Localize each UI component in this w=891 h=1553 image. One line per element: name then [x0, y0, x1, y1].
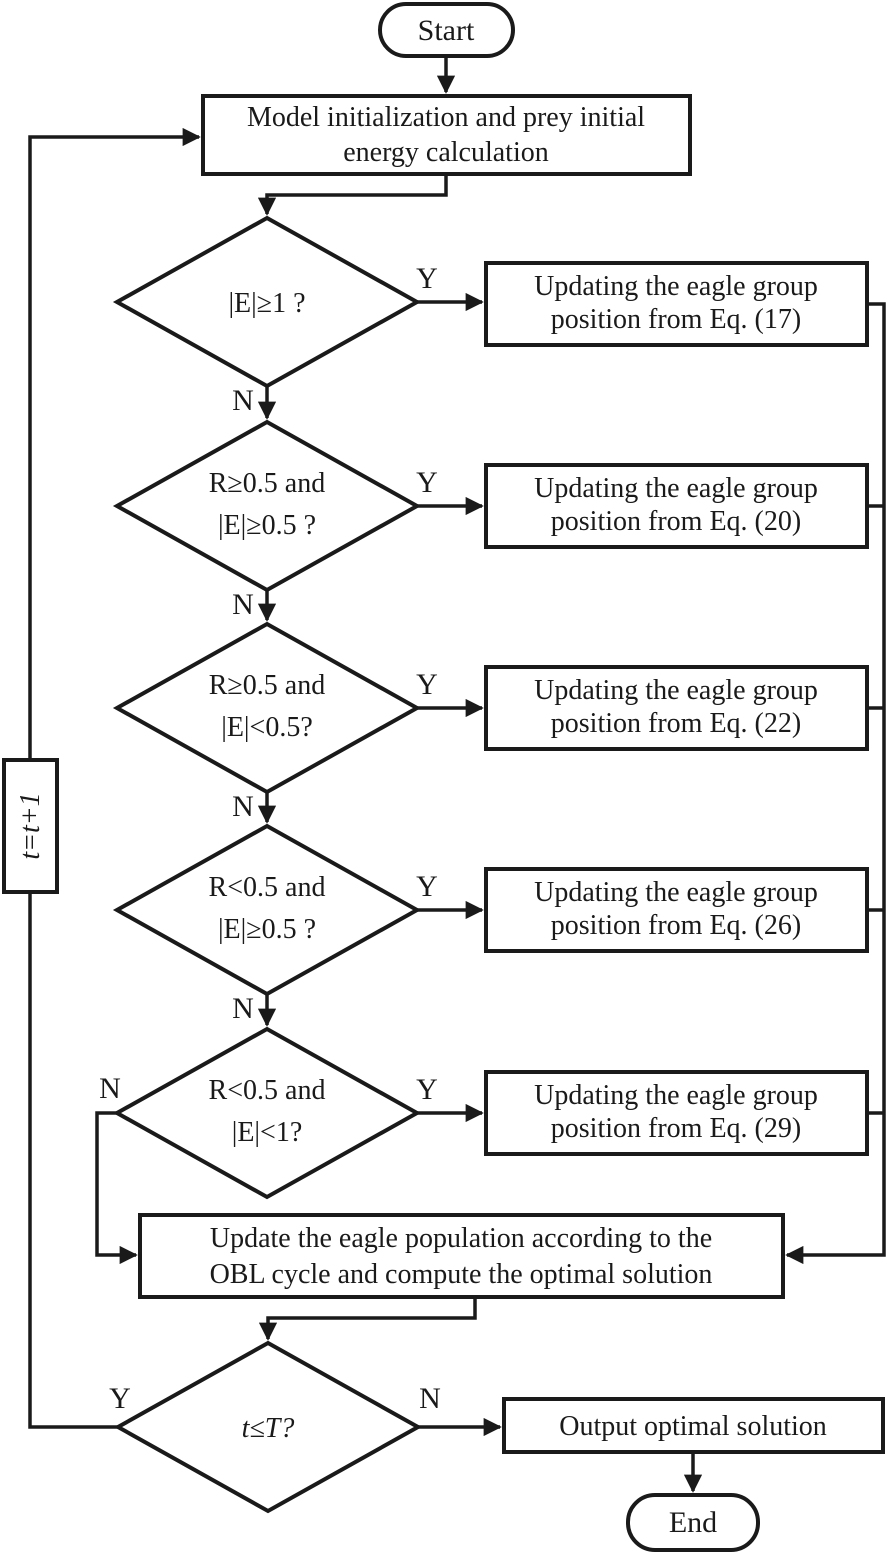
decision-label-4-line1: R<0.5 and: [209, 872, 326, 903]
decision-label-1: |E|≥1 ?: [228, 288, 305, 319]
start-label: Start: [418, 14, 475, 47]
decision-diamond-2: [112, 419, 422, 593]
decision-label-4-line2: |E|≥0.5 ?: [218, 914, 316, 945]
label-yes-3: Y: [416, 668, 438, 701]
decision-label-2-line1: R≥0.5 and: [209, 468, 325, 499]
update-label-2-line1: Updating the eagle group: [534, 473, 818, 504]
decision-label-2-line2: |E|≥0.5 ?: [218, 510, 316, 541]
edge-decision5-no-to-obl: [95, 1111, 138, 1265]
init-label-line2: energy calculation: [343, 137, 549, 168]
final-decision-label: t≤T?: [242, 1413, 295, 1444]
update-box-3: [484, 665, 869, 751]
label-no-5: N: [99, 1072, 121, 1105]
decision-label-3-line1: R≥0.5 and: [209, 670, 325, 701]
update-label-3-line1: Updating the eagle group: [534, 675, 818, 706]
decision-label-5-line2: |E|<1?: [232, 1117, 303, 1148]
label-yes-5: Y: [416, 1073, 438, 1106]
decision-label-3-line2: |E|<0.5?: [221, 712, 313, 743]
init-box: [201, 94, 692, 176]
obl-label-line2: OBL cycle and compute the optimal soluti…: [210, 1259, 713, 1290]
update-label-1-line2: position from Eq. (17): [551, 304, 801, 335]
final-decision-diamond: [113, 1340, 423, 1514]
edge-obl-to-final-decision: [258, 1297, 477, 1341]
update-label-4-line2: position from Eq. (26): [551, 910, 801, 941]
update-box-2: [484, 463, 869, 549]
update-box-4: [484, 867, 869, 953]
decision-diamond-3: [112, 621, 422, 795]
decision-label-5-line1: R<0.5 and: [209, 1075, 326, 1106]
label-yes-final: Y: [109, 1382, 131, 1415]
label-no-3: N: [232, 790, 254, 823]
end-label: End: [669, 1506, 717, 1539]
decision-diamond-5: [112, 1026, 422, 1200]
label-yes-1: Y: [416, 262, 438, 295]
end-node: [626, 1493, 760, 1552]
label-no-4: N: [232, 992, 254, 1025]
update-label-5-line2: position from Eq. (29): [551, 1113, 801, 1144]
update-box-5: [484, 1070, 869, 1156]
update-label-1-line1: Updating the eagle group: [534, 271, 818, 302]
update-label-5-line1: Updating the eagle group: [534, 1080, 818, 1111]
label-no-2: N: [232, 588, 254, 621]
update-label-3-line2: position from Eq. (22): [551, 708, 801, 739]
label-no-1: N: [232, 384, 254, 417]
label-yes-4: Y: [416, 870, 438, 903]
decision-diamond-4: [112, 823, 422, 997]
output-box: [502, 1397, 885, 1454]
init-label-line1: Model initialization and prey initial: [247, 102, 645, 133]
start-node: [378, 2, 515, 58]
label-no-final: N: [419, 1382, 441, 1415]
output-label: Output optimal solution: [559, 1411, 827, 1442]
edge-init-to-decision1: [257, 174, 448, 216]
obl-box: [138, 1213, 785, 1299]
edge-update1-to-bus-and-obl: [785, 302, 886, 1265]
loop-counter-box: [2, 758, 59, 894]
obl-label-line1: Update the eagle population according to…: [210, 1223, 712, 1254]
loop-counter-label: t=t+1: [15, 792, 46, 859]
decision-diamond-1: [112, 215, 422, 389]
label-yes-2: Y: [416, 466, 438, 499]
update-box-1: [484, 261, 869, 347]
update-label-2-line2: position from Eq. (20): [551, 506, 801, 537]
update-label-4-line1: Updating the eagle group: [534, 877, 818, 908]
